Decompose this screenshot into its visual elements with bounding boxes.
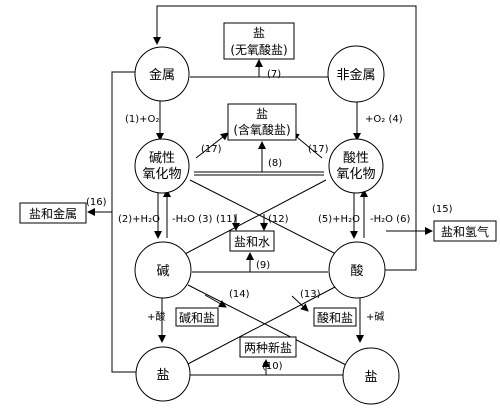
label-r8: (8)	[268, 158, 282, 169]
svg-text:盐: 盐	[156, 368, 169, 383]
box-salt-water: 盐和水	[229, 230, 275, 252]
label-r10: (10)	[262, 361, 283, 372]
label-r3: -H₂O (3)	[172, 214, 212, 225]
node-basic-oxide: 碱性 氧化物	[134, 138, 190, 194]
svg-text:盐: 盐	[364, 370, 377, 385]
svg-text:盐: 盐	[256, 107, 268, 121]
label-r1: (1)+O₂	[125, 114, 159, 125]
node-salt-right: 盐	[342, 347, 400, 405]
arrow-13	[291, 295, 309, 312]
label-r14: (14)	[229, 289, 250, 300]
label-r4: +O₂ (4)	[365, 114, 403, 125]
svg-text:两种新盐: 两种新盐	[244, 340, 292, 355]
label-plus-base: +碱	[366, 311, 384, 323]
box-base-salt: 碱和盐	[175, 307, 219, 327]
svg-text:(含氧酸盐): (含氧酸盐)	[233, 122, 290, 137]
svg-text:盐和氢气: 盐和氢气	[441, 224, 489, 239]
label-r6: -H₂O (6)	[370, 214, 410, 225]
box-acid-salt: 酸和盐	[313, 307, 357, 327]
label-r17-left: (17)	[201, 144, 222, 155]
svg-text:盐和水: 盐和水	[234, 235, 270, 249]
label-r11: (11)	[216, 214, 237, 225]
label-r17-right: (17)	[308, 144, 329, 155]
label-plus-acid: +酸	[147, 310, 165, 323]
svg-text:盐和金属: 盐和金属	[29, 206, 77, 221]
svg-text:碱和盐: 碱和盐	[179, 311, 215, 325]
node-acidic-oxide: 酸性 氧化物	[328, 138, 384, 194]
line-acid-to-metal-loop	[153, 5, 417, 271]
box-two-new-salts: 两种新盐	[239, 336, 297, 358]
svg-text:金属: 金属	[149, 67, 175, 83]
svg-text:碱: 碱	[156, 264, 169, 279]
line-acidicoxide-base	[182, 179, 327, 256]
node-acid: 酸	[328, 241, 386, 299]
box-salt-anaerobic: 盐 (无氧酸盐)	[223, 22, 295, 60]
node-salt-left: 盐	[135, 346, 191, 402]
svg-text:碱性: 碱性	[149, 151, 175, 166]
svg-text:酸: 酸	[350, 264, 363, 279]
node-base: 碱	[134, 241, 192, 299]
label-r7: (7)	[267, 69, 281, 80]
label-r9: (9)	[256, 260, 270, 271]
arrow-17-left	[195, 132, 229, 159]
line-16	[111, 71, 142, 373]
label-r2: (2)+H₂O	[118, 214, 160, 225]
svg-text:氧化物: 氧化物	[142, 167, 181, 182]
node-nonmetal: 非金属	[327, 45, 385, 103]
svg-text:盐: 盐	[253, 26, 265, 40]
label-r15: (15)	[432, 204, 453, 215]
svg-text:酸和盐: 酸和盐	[317, 310, 353, 325]
svg-text:非金属: 非金属	[336, 67, 375, 83]
node-metal: 金属	[134, 46, 190, 102]
arrow-17-right	[291, 132, 323, 159]
box-salt-hydrogen: 盐和氢气	[433, 220, 497, 242]
arrow-14	[204, 294, 227, 308]
label-r13: (13)	[300, 289, 321, 300]
label-r12: (12)	[268, 214, 289, 225]
svg-text:酸性: 酸性	[343, 151, 369, 166]
box-salt-metal: 盐和金属	[19, 202, 87, 224]
svg-text:(无氧酸盐): (无氧酸盐)	[230, 42, 287, 57]
label-r5: (5)+H₂O	[318, 214, 360, 225]
box-salt-oxy: 盐 (含氧酸盐)	[227, 103, 297, 141]
svg-text:氧化物: 氧化物	[336, 167, 375, 182]
line-acid-to-salt-left	[183, 286, 336, 367]
line-base-to-salt-right	[187, 284, 349, 367]
label-r16: (16)	[86, 197, 107, 208]
